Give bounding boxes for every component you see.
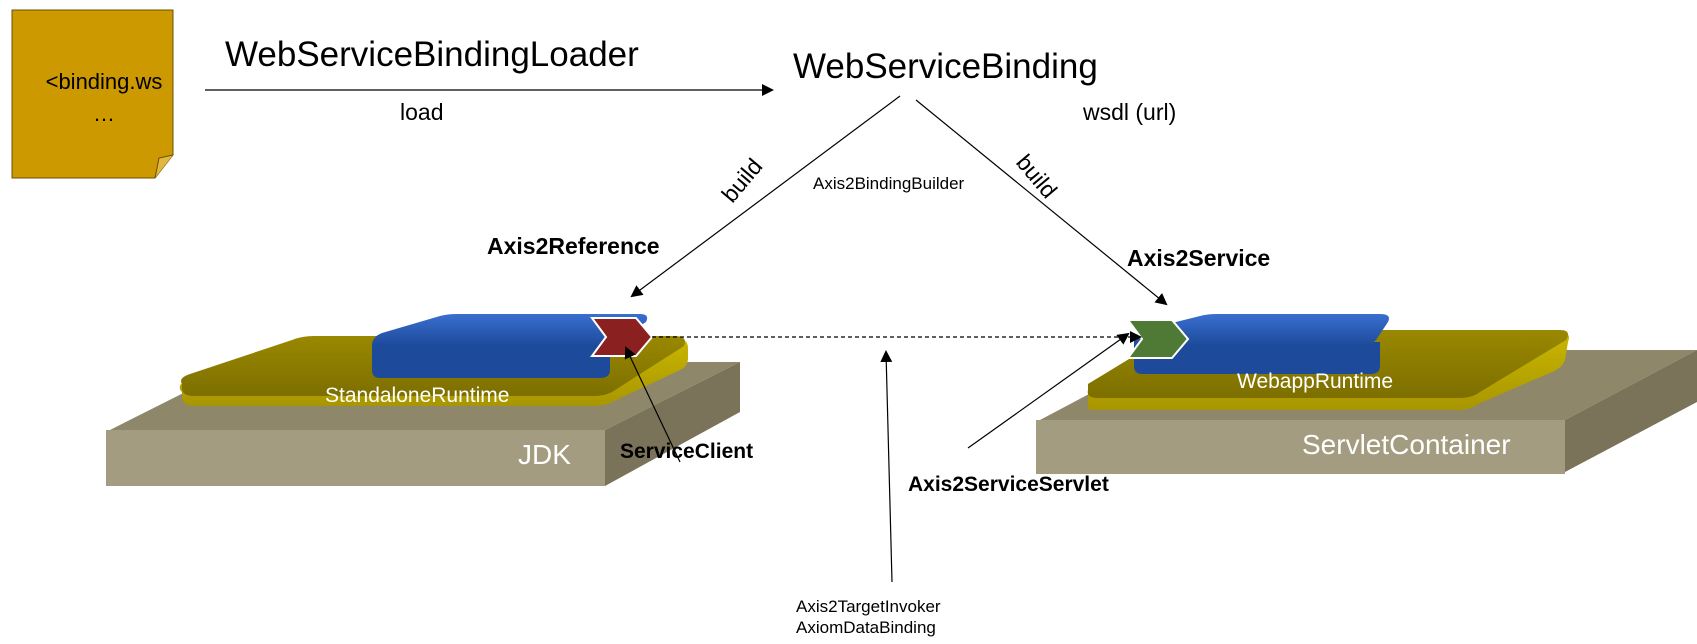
binding-note-text: <binding.ws … — [12, 10, 172, 178]
binding-note — [11, 9, 174, 179]
build-reference-arrow — [630, 95, 901, 298]
webapp-runtime-label: WebappRuntime — [1237, 370, 1394, 393]
wsdl-label: wsdl (url) — [1083, 99, 1177, 125]
web-service-binding-label: WebServiceBinding — [793, 47, 1098, 86]
builder-label: Axis2BindingBuilder — [813, 174, 965, 193]
target-invoker-label: Axis2TargetInvoker — [796, 597, 941, 616]
service-client-arrow — [624, 346, 681, 463]
service-client-label: ServiceClient — [620, 440, 754, 463]
note-line-2: … — [93, 100, 115, 126]
jdk-label: JDK — [518, 439, 571, 470]
service-client-chevron — [590, 317, 654, 357]
note-line-1: <binding.ws — [45, 69, 163, 94]
data-binding-label: AxiomDataBinding — [796, 618, 936, 637]
standalone-runtime-label: StandaloneRuntime — [325, 384, 510, 407]
webapp-blue-block — [1134, 314, 1389, 374]
service-servlet-label: Axis2ServiceServlet — [908, 473, 1109, 496]
servlet-container-label: ServletContainer — [1302, 429, 1511, 460]
service-servlet-chevron — [1126, 319, 1190, 359]
loader-label: WebServiceBindingLoader — [225, 35, 639, 74]
service-label: Axis2Service — [1127, 245, 1271, 271]
standalone-blue-block — [372, 314, 648, 378]
connectors — [205, 84, 1168, 583]
build-service-arrow — [915, 99, 1168, 306]
target-invoker-arrow — [880, 350, 893, 583]
reference-label: Axis2Reference — [487, 233, 660, 259]
load-label: load — [400, 99, 444, 125]
service-servlet-arrow — [967, 332, 1130, 449]
